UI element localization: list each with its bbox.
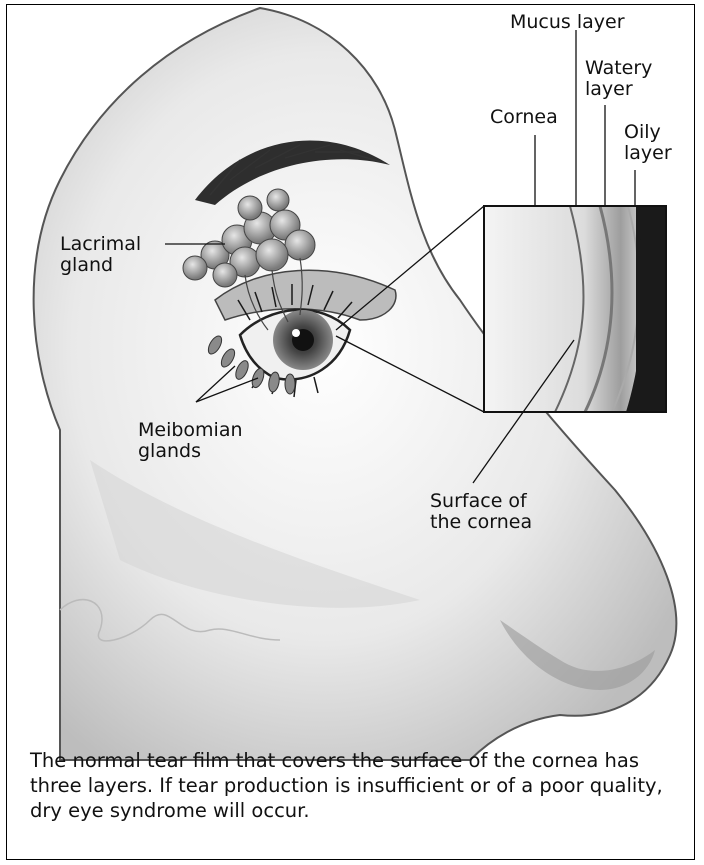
label-cornea: Cornea xyxy=(490,107,558,128)
cornea-inset xyxy=(484,206,666,412)
label-lacrimal-gland: Lacrimal gland xyxy=(60,234,141,276)
label-oily-layer: Oily layer xyxy=(624,122,672,164)
label-meibomian-glands: Meibomian glands xyxy=(138,420,243,462)
label-surface-of-cornea: Surface of the cornea xyxy=(430,491,532,533)
figure-caption: The normal tear film that covers the sur… xyxy=(30,748,690,823)
label-mucus-layer: Mucus layer xyxy=(510,12,625,33)
eye-highlight xyxy=(292,329,300,337)
label-watery-layer: Watery layer xyxy=(585,58,652,100)
